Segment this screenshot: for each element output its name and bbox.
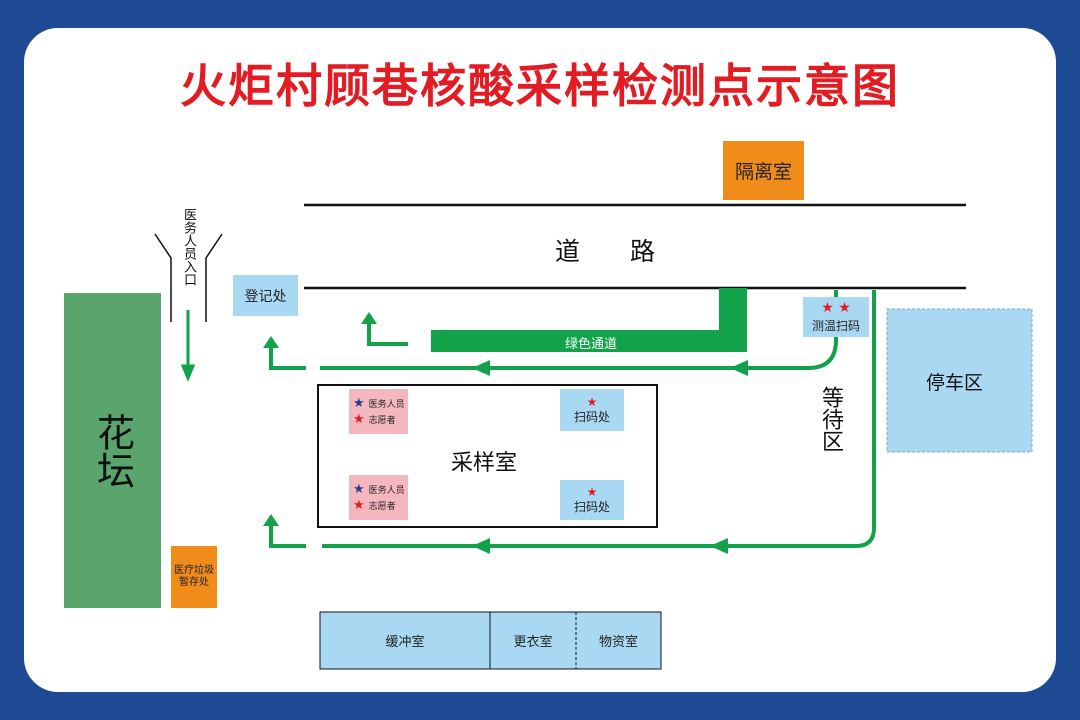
lower-flow-line [322,290,876,548]
volunteer-label-top: 志愿者 [368,416,396,426]
red-star-icon: ★ [586,484,598,499]
registration-label: 登记处 [244,288,287,305]
flower-bed: 花坛 [64,293,161,608]
parking-label: 停车区 [926,372,984,394]
scan-point-top: ★ 扫码处 [560,389,624,431]
upper-flow-arrowhead-left [472,360,490,376]
road-label: 道 路 [555,237,656,266]
buffer-room-label: 缓冲室 [385,635,425,650]
blue-star-icon: ★ [353,482,365,497]
staff-entrance-label: 医务人员入口 [181,208,196,286]
blue-star-icon: ★ [353,396,365,411]
red-star-icon: ★ [353,412,365,427]
flower-bed-label: 花坛 [90,412,135,489]
registration-desk: 登记处 [233,275,298,316]
temp-scan-label: 测温扫码 [811,318,860,333]
staff-station-top: ★ 医务人员 ★ 志愿者 [349,389,408,434]
temperature-scan-point: ★ ★ 测温扫码 [803,297,869,337]
upper-flow-line [320,290,838,370]
supply-room-label: 物资室 [598,635,638,650]
isolation-room-label: 隔离室 [734,161,792,183]
staff-label-bottom: 医务人员 [368,486,405,496]
staff-entrance-arrow [180,310,196,382]
upper-return-arrow [269,346,306,370]
page-title: 火炬村顾巷核酸采样检测点示意图 [180,59,900,113]
medical-waste-label: 医疗垃圾暂存处 [174,565,214,588]
scan-point-top-label: 扫码处 [573,409,610,424]
green-channel-label: 绿色通道 [565,337,618,352]
scan-point-bottom: ★ 扫码处 [560,480,624,520]
lower-return-arrow [269,524,306,548]
sampling-room-label: 采样室 [451,451,518,476]
parking-outline [886,308,1033,453]
changing-room: 更衣室 [490,612,576,669]
channel-return-arrow [367,322,408,346]
red-star-icon: ★ ★ [821,299,851,316]
staff-entrance-funnel [154,233,223,322]
scan-point-bottom-label: 扫码处 [573,499,610,514]
isolation-room: 隔离室 [723,141,804,200]
lower-flow-arrowhead-right [710,538,728,554]
buffer-room: 缓冲室 [320,612,490,669]
waiting-area-label: 等待区 [818,386,843,452]
volunteer-label-bottom: 志愿者 [368,502,396,512]
green-channel-path [431,288,747,352]
staff-station-bottom: ★ 医务人员 ★ 志愿者 [349,475,408,520]
staff-label-top: 医务人员 [368,400,405,410]
upper-flow-arrowhead-right [730,360,748,376]
sampling-room-outline [317,384,658,528]
supply-room: 物资室 [576,612,661,669]
red-star-icon: ★ [586,394,598,409]
red-star-icon: ★ [353,498,365,513]
medical-waste-storage: 医疗垃圾暂存处 [171,546,217,608]
changing-room-label: 更衣室 [513,635,553,650]
lower-flow-arrowhead-left [472,538,490,554]
